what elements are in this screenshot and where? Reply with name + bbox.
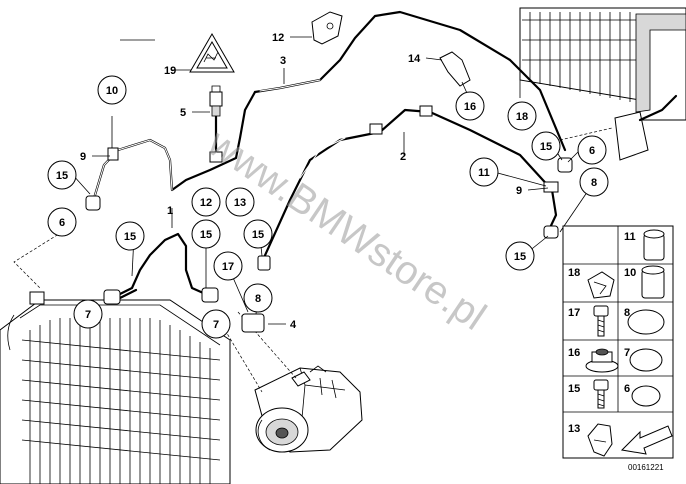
legend-label-8: 8	[624, 307, 630, 319]
callout-10[interactable]	[97, 75, 127, 105]
legend-arrow-icon	[620, 425, 673, 455]
callout-17[interactable]	[213, 251, 243, 281]
callout-15-c[interactable]	[191, 219, 221, 249]
callout-13[interactable]	[225, 187, 255, 217]
callout-label-18: 18	[516, 111, 528, 123]
legend-bolt-icon	[593, 305, 609, 337]
callout-label-15: 15	[124, 231, 136, 243]
legend-label-11: 11	[624, 231, 636, 243]
legend-screw-icon	[593, 379, 609, 409]
watermark: www.BMWstore.pl	[199, 120, 493, 338]
callout-label-11: 11	[478, 167, 490, 179]
legend-oring-medium-icon	[629, 348, 663, 372]
callout-label-15: 15	[252, 229, 264, 241]
callout-label-16: 16	[464, 101, 476, 113]
condenser-illustration	[0, 231, 231, 484]
callout-label-6: 6	[59, 217, 65, 229]
callout-8-a[interactable]	[243, 283, 273, 313]
legend-label-10: 10	[624, 267, 636, 279]
callout-15-d[interactable]	[243, 219, 273, 249]
callout-label-6: 6	[589, 145, 595, 157]
callout-7-a[interactable]	[73, 299, 103, 329]
callout-15-a[interactable]	[47, 160, 77, 190]
callout-label-10: 10	[106, 85, 118, 97]
callout-11[interactable]	[469, 157, 499, 187]
callout-6-a[interactable]	[47, 207, 77, 237]
callout-label-15: 15	[540, 141, 552, 153]
callout-label-15: 15	[514, 251, 526, 263]
legend-label-7: 7	[624, 347, 630, 359]
callout-label-15: 15	[200, 229, 212, 241]
callout-label-7: 7	[213, 319, 219, 331]
callout-label-17: 17	[222, 261, 234, 273]
label-19: 19	[164, 65, 176, 77]
label-4: 4	[290, 319, 297, 331]
label-1: 1	[167, 205, 173, 217]
label-9: 9	[80, 151, 86, 163]
hose-fittings	[85, 11, 573, 333]
leader-lines	[71, 36, 595, 325]
label-12: 12	[272, 32, 284, 44]
callout-label-13: 13	[234, 197, 246, 209]
callout-12-b[interactable]	[191, 187, 221, 217]
legend-clip-icon	[587, 271, 615, 299]
legend-label-15: 15	[568, 383, 580, 395]
compressor-illustration	[224, 311, 363, 453]
callout-8-b[interactable]	[579, 167, 609, 197]
legend-bracket-icon	[587, 423, 613, 457]
callout-label-12: 12	[200, 197, 212, 209]
callout-7-b[interactable]	[201, 309, 231, 339]
warning-sticker-icon	[189, 33, 235, 73]
legend-label-18: 18	[568, 267, 580, 279]
legend-label-6: 6	[624, 383, 630, 395]
legend-nut-icon	[585, 348, 619, 373]
callout-15-b[interactable]	[115, 221, 145, 251]
refrigerant-hoses	[90, 10, 567, 302]
legend-oring-small-icon	[631, 385, 661, 407]
legend-label-17: 17	[568, 307, 580, 319]
legend-cap-icon	[643, 229, 665, 261]
callout-circles[interactable]	[47, 75, 609, 339]
callout-label-7: 7	[85, 309, 91, 321]
label-3: 3	[280, 55, 286, 67]
callout-15-f[interactable]	[505, 241, 535, 271]
callout-16[interactable]	[455, 91, 485, 121]
legend-oring-icon	[627, 309, 665, 335]
label-5: 5	[180, 107, 186, 119]
legend-cap-large-icon	[641, 265, 665, 299]
callout-18[interactable]	[507, 101, 537, 131]
callout-6-b[interactable]	[577, 135, 607, 165]
label-14: 14	[408, 53, 421, 65]
document-number: 00161221	[628, 463, 664, 472]
callout-15-e[interactable]	[531, 131, 561, 161]
callout-label-8: 8	[591, 177, 597, 189]
legend-label-13: 13	[568, 423, 580, 435]
label-9: 9	[516, 185, 522, 197]
evaporator-illustration	[519, 7, 686, 161]
legend-label-16: 16	[568, 347, 580, 359]
label-2: 2	[400, 151, 406, 163]
callout-label-15: 15	[56, 170, 68, 182]
callout-label-8: 8	[255, 293, 261, 305]
parts-legend	[562, 225, 674, 459]
